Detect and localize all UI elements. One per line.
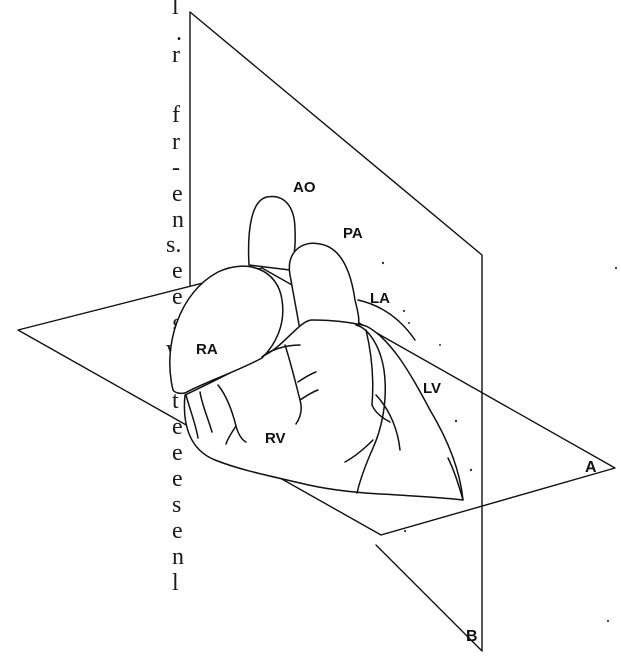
label-left-ventricle: LV [423, 380, 441, 397]
margin-letter: l [172, 0, 179, 20]
margin-text-column: l . r f r - e n s. e e g w f t e e e s e… [166, 0, 184, 596]
margin-letter: e [172, 440, 183, 466]
label-plane-a: A [585, 459, 597, 476]
label-aorta: AO [293, 179, 316, 196]
margin-letter: r [172, 42, 180, 68]
margin-letter: l [172, 570, 179, 596]
label-right-atrium: RA [196, 341, 218, 358]
margin-letter: r [172, 129, 180, 155]
margin-letter: e [172, 258, 183, 284]
label-right-ventricle: RV [265, 430, 286, 447]
margin-letter: n [172, 544, 184, 570]
label-pulmonary-artery: PA [343, 225, 363, 242]
margin-letter: - [172, 155, 180, 181]
margin-letter: s. [166, 232, 181, 258]
margin-letter: s [172, 492, 181, 518]
margin-letter: n [172, 207, 184, 233]
aorta [249, 197, 296, 270]
margin-letter: f [172, 102, 180, 128]
margin-letter: e [172, 518, 183, 544]
label-plane-b: B [466, 628, 478, 645]
margin-letter: e [172, 181, 183, 207]
pulmonary-trunk [289, 243, 358, 330]
label-left-atrium: LA [370, 290, 390, 307]
margin-letter: e [172, 466, 183, 492]
